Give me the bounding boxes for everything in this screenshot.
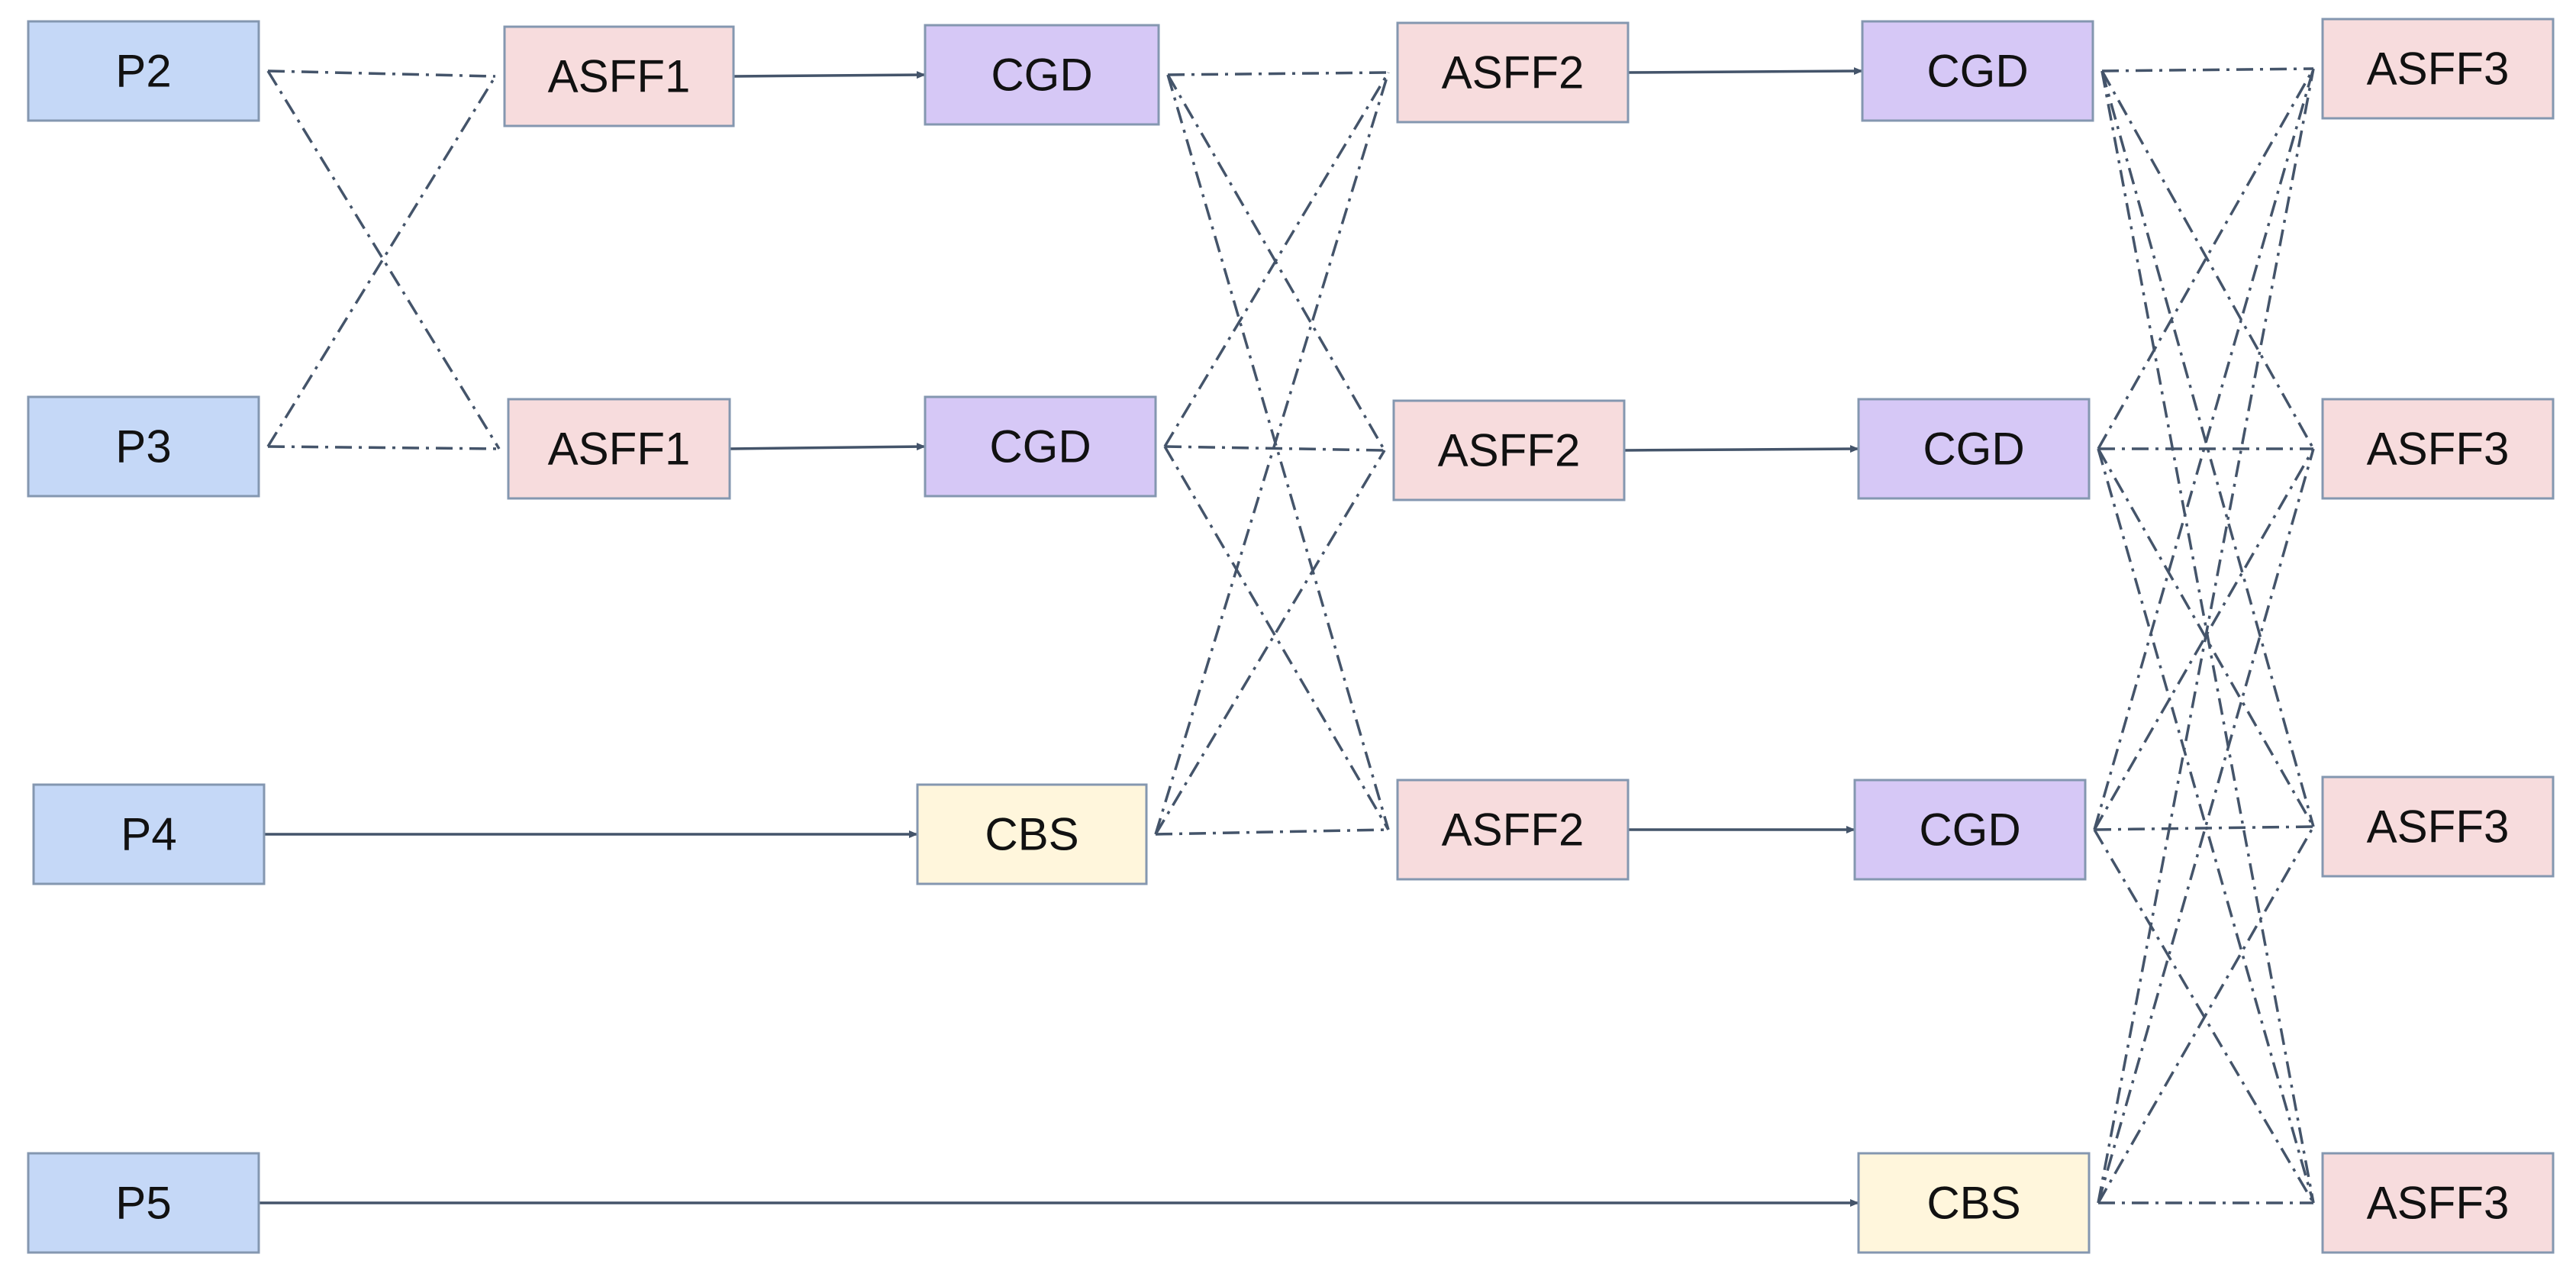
edge-cgd2b-to-asff3d [2097,448,2315,1204]
node-box-asff3d [2321,1152,2555,1254]
node-label-asff3a: ASFF3 [2367,44,2510,95]
nodes-layer: P2P3P4P5ASFF1ASFF1CGDCGDCBSASFF2ASFF2ASF… [27,18,2555,1254]
edge-cgd2c-to-asff3b [2093,448,2315,830]
node-label-asff3d: ASFF3 [2367,1178,2510,1229]
node-box-asff3b [2321,398,2555,500]
node-box-cbs2 [1857,1152,2091,1254]
edge-cgd1a-to-asff2a [1167,71,1389,76]
node-label-p3: P3 [115,421,171,472]
node-asff1b: ASFF1 [507,398,731,500]
node-box-cgd2c [1853,779,2087,881]
node-label-asff1b: ASFF1 [548,424,691,475]
node-box-asff2b [1392,399,1626,501]
edge-p3-to-asff1a [266,76,497,447]
edge-asff2a-to-cgd2a [1627,67,1863,76]
node-label-p5: P5 [115,1178,171,1229]
node-box-p4 [32,783,266,885]
node-asff2c: ASFF2 [1396,779,1630,881]
node-box-p5 [27,1152,260,1254]
node-label-cgd2a: CGD [1926,46,2028,97]
node-box-asff1b [507,398,731,500]
node-box-asff2c [1396,779,1630,881]
node-cgd1a: CGD [924,24,1160,126]
edge-cgd2a-to-asff3a [2101,67,2314,73]
node-cbs1: CBS [916,783,1148,885]
edge-cgd1b-to-asff2a [1163,72,1390,447]
edge-cbs2-to-asff3b [2097,448,2315,1204]
edge-cbs2-to-asff3a [2097,68,2315,1204]
node-p5: P5 [27,1152,260,1254]
node-p4: P4 [32,783,266,885]
node-label-asff2b: ASFF2 [1438,425,1581,476]
node-label-cgd1a: CGD [991,50,1092,101]
edge-asff1b-to-cgd1b [729,443,926,451]
node-cgd2b: CGD [1857,398,2091,500]
node-label-asff3c: ASFF3 [2367,801,2510,853]
edge-cgd2a-to-asff3c [2100,70,2315,827]
node-label-p4: P4 [121,809,176,860]
node-box-cgd1b [924,395,1157,498]
node-box-asff2a [1396,21,1630,124]
edge-cgd1a-to-asff2c [1166,74,1390,830]
edge-cbs1-to-asff2c [1155,828,1389,836]
edge-asff2b-to-cgd2b [1623,445,1859,453]
node-label-asff2a: ASFF2 [1442,47,1585,98]
edge-cgd2c-to-asff3a [2093,68,2315,830]
edge-cbs1-to-asff2b [1154,450,1386,835]
node-label-cgd2c: CGD [1919,804,2020,856]
node-asff3d: ASFF3 [2321,1152,2555,1254]
node-label-asff2c: ASFF2 [1442,804,1585,856]
node-asff2a: ASFF2 [1396,21,1630,124]
edge-cbs1-to-asff2a [1154,72,1390,835]
node-cgd2a: CGD [1861,20,2094,122]
node-asff3b: ASFF3 [2321,398,2555,500]
node-label-asff1a: ASFF1 [548,51,691,102]
node-box-asff3a [2321,18,2555,120]
edge-asff1a-to-cgd1a [733,71,926,79]
node-box-cgd1a [924,24,1160,126]
node-cbs2: CBS [1857,1152,2091,1254]
edge-cgd2b-to-asff3a [2097,68,2315,450]
node-asff3a: ASFF3 [2321,18,2555,120]
node-label-cbs1: CBS [985,809,1078,860]
node-box-asff3c [2321,775,2555,878]
node-box-cgd2a [1861,20,2094,122]
node-box-cgd2b [1857,398,2091,500]
node-box-cbs1 [916,783,1148,885]
node-label-asff3b: ASFF3 [2367,424,2510,475]
node-asff2b: ASFF2 [1392,399,1626,501]
node-label-cbs2: CBS [1926,1178,2020,1229]
node-p3: P3 [27,395,260,498]
node-asff1a: ASFF1 [503,25,735,127]
edge-p2-to-asff1b [266,70,501,450]
edge-cgd2a-to-asff3d [2100,70,2315,1204]
node-box-asff1a [503,25,735,127]
node-cgd1b: CGD [924,395,1157,498]
edge-cgd2c-to-asff3c [2094,825,2314,831]
node-p2: P2 [27,20,260,122]
node-label-cgd2b: CGD [1923,424,2024,475]
edges-layer [259,67,2315,1207]
node-label-cgd1b: CGD [989,421,1091,472]
node-asff3c: ASFF3 [2321,775,2555,878]
node-box-p2 [27,20,260,122]
edge-cgd2a-to-asff3b [2100,70,2315,450]
node-box-p3 [27,395,260,498]
node-label-p2: P2 [115,46,171,97]
edge-cgd1b-to-asff2c [1163,446,1390,830]
node-cgd2c: CGD [1853,779,2087,881]
edge-p2-to-asff1a [267,69,496,78]
edge-cbs2-to-asff3c [2097,826,2315,1204]
edge-p3-to-asff1b [267,445,500,450]
